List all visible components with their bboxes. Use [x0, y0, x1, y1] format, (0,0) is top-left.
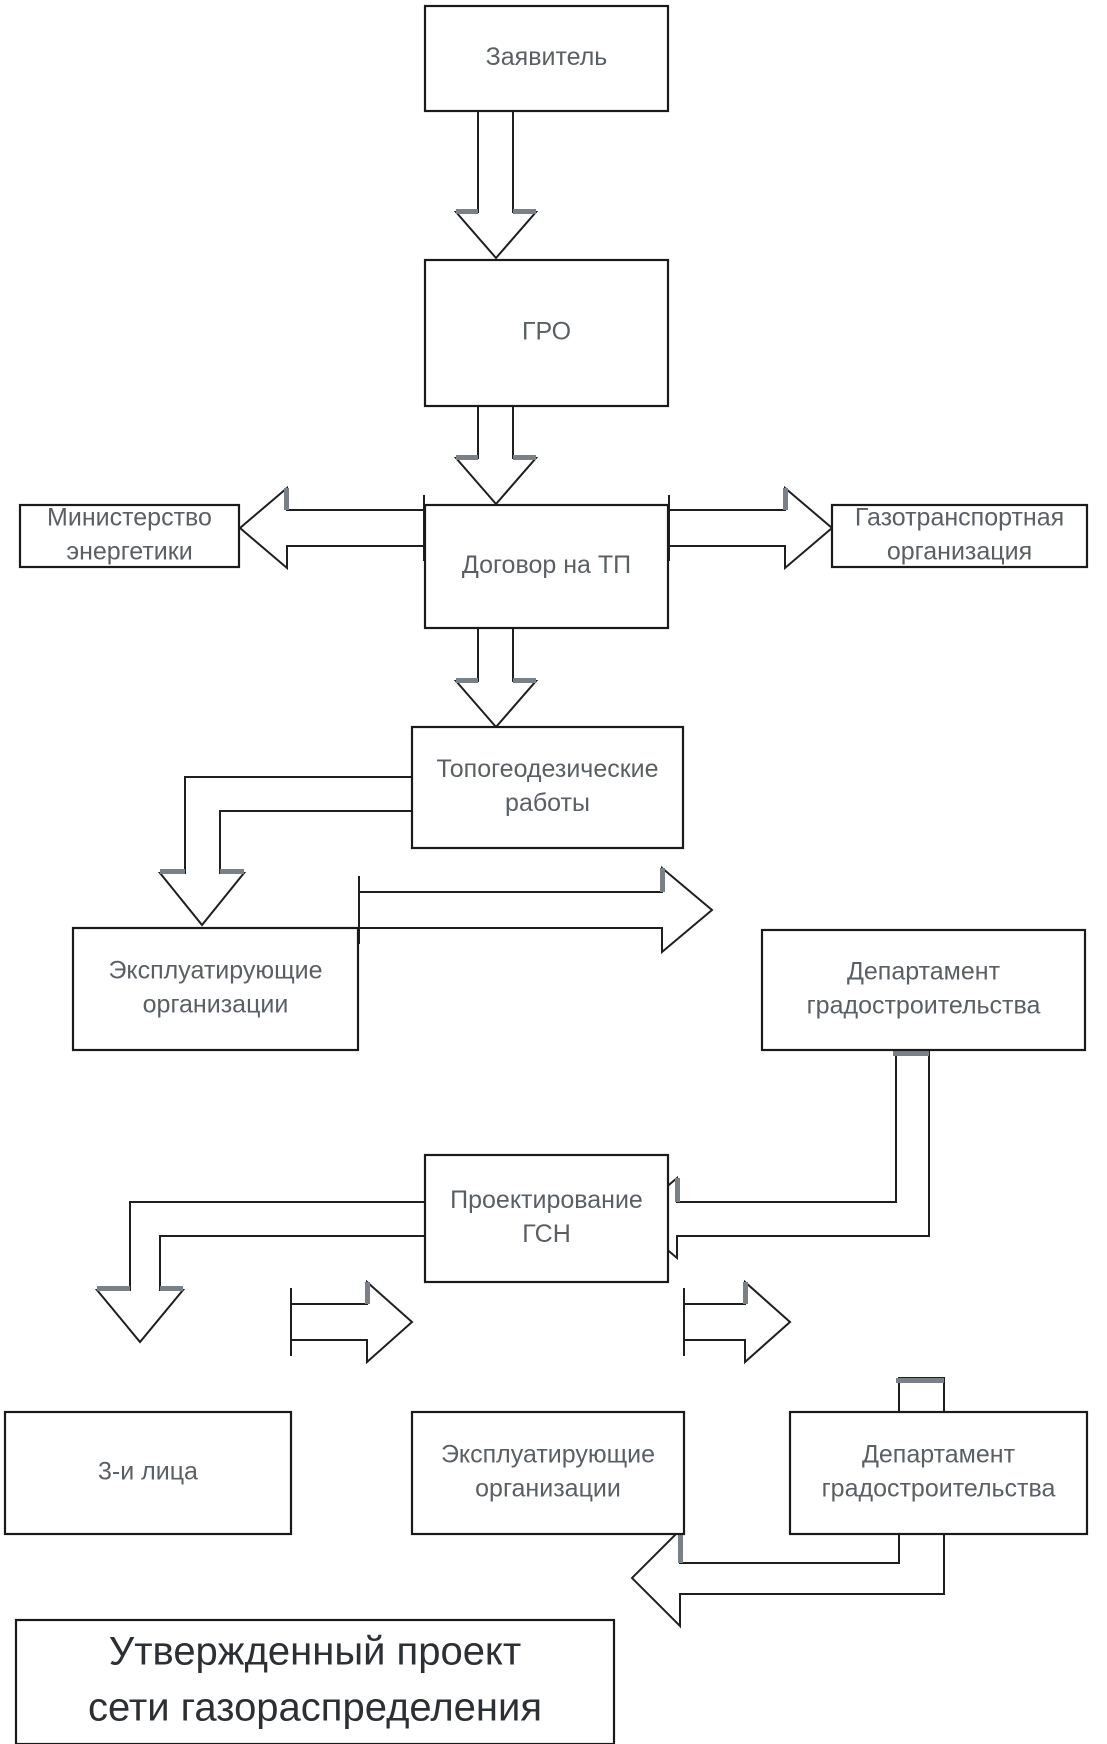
node-operating-org1[interactable]: Эксплуатирующие организации — [71, 926, 360, 1052]
node-topo-works[interactable]: Топогеодезические работы — [410, 725, 685, 850]
node-gas-transport-label-line2: организация — [887, 538, 1032, 566]
node-design-gsn-label-line2: ГСН — [522, 1220, 571, 1248]
node-topo-works-label-line2: работы — [505, 789, 590, 817]
node-contract-label: Договор на ТП — [462, 551, 631, 579]
node-third-parties-label: 3-и лица — [98, 1458, 198, 1486]
node-operating-org1-label-line2: организации — [143, 991, 289, 1019]
node-ministry-label-line1: Министерство — [47, 504, 212, 532]
arrow-contract-to-ministry — [238, 485, 425, 571]
node-department2-label-line1: Департамент — [862, 1441, 1016, 1469]
node-contract[interactable]: Договор на ТП — [423, 503, 670, 630]
node-design-gsn[interactable]: Проектирование ГСН — [423, 1153, 670, 1284]
node-applicant-label: Заявитель — [486, 43, 608, 71]
node-department2-label-line2: градостроительства — [822, 1475, 1056, 1503]
node-third-parties[interactable]: 3-и лица — [3, 1410, 293, 1536]
arrow-department1-to-designgsn — [628, 1050, 930, 1261]
node-operating-org2-label-line1: Эксплуатирующие — [441, 1441, 655, 1469]
arrow-gro-to-contract — [453, 405, 539, 506]
node-operating-org2-label-line2: организации — [475, 1475, 621, 1503]
node-department1-label-line1: Департамент — [847, 958, 1001, 986]
node-department1-label-line2: градостроительства — [807, 992, 1041, 1020]
arrow-topoworks-to-operatingorg1 — [157, 776, 413, 927]
node-gas-transport[interactable]: Газотранспортная организация — [830, 504, 1089, 569]
node-gas-transport-label-line1: Газотранспортная — [855, 504, 1064, 532]
node-design-gsn-label-line1: Проектирование — [450, 1186, 643, 1214]
node-approved-project-label-line1: Утвержденный проект — [109, 1630, 521, 1674]
node-operating-org1-label-line1: Эксплуатирующие — [108, 957, 322, 985]
arrow-designgsn-to-thirdparties — [94, 1201, 426, 1344]
arrow-contract-to-topoworks — [453, 626, 539, 729]
node-applicant[interactable]: Заявитель — [423, 4, 670, 113]
node-gro[interactable]: ГРО — [423, 258, 670, 408]
node-approved-project[interactable]: Утвержденный проект сети газораспределен… — [14, 1618, 616, 1744]
node-ministry-label-line2: энергетики — [66, 538, 192, 566]
node-department2[interactable]: Департамент градостроительства — [788, 1410, 1089, 1536]
arrow-applicant-to-gro — [453, 109, 539, 260]
node-department1[interactable]: Департамент градостроительства — [760, 928, 1087, 1052]
arrow-operatingorg1-to-department1 — [358, 865, 714, 955]
arrow-operatingorg2-to-department2 — [683, 1279, 792, 1365]
node-ministry[interactable]: Министерство энергетики — [18, 504, 241, 569]
node-gro-label: ГРО — [522, 318, 571, 346]
node-topo-works-label-line1: Топогеодезические — [436, 755, 658, 783]
node-approved-project-label-line2: сети газораспределения — [88, 1686, 542, 1730]
arrow-contract-to-gastransport — [668, 485, 834, 571]
node-operating-org2[interactable]: Эксплуатирующие организации — [410, 1410, 686, 1536]
arrow-thirdparties-to-operatingorg2 — [290, 1279, 414, 1365]
